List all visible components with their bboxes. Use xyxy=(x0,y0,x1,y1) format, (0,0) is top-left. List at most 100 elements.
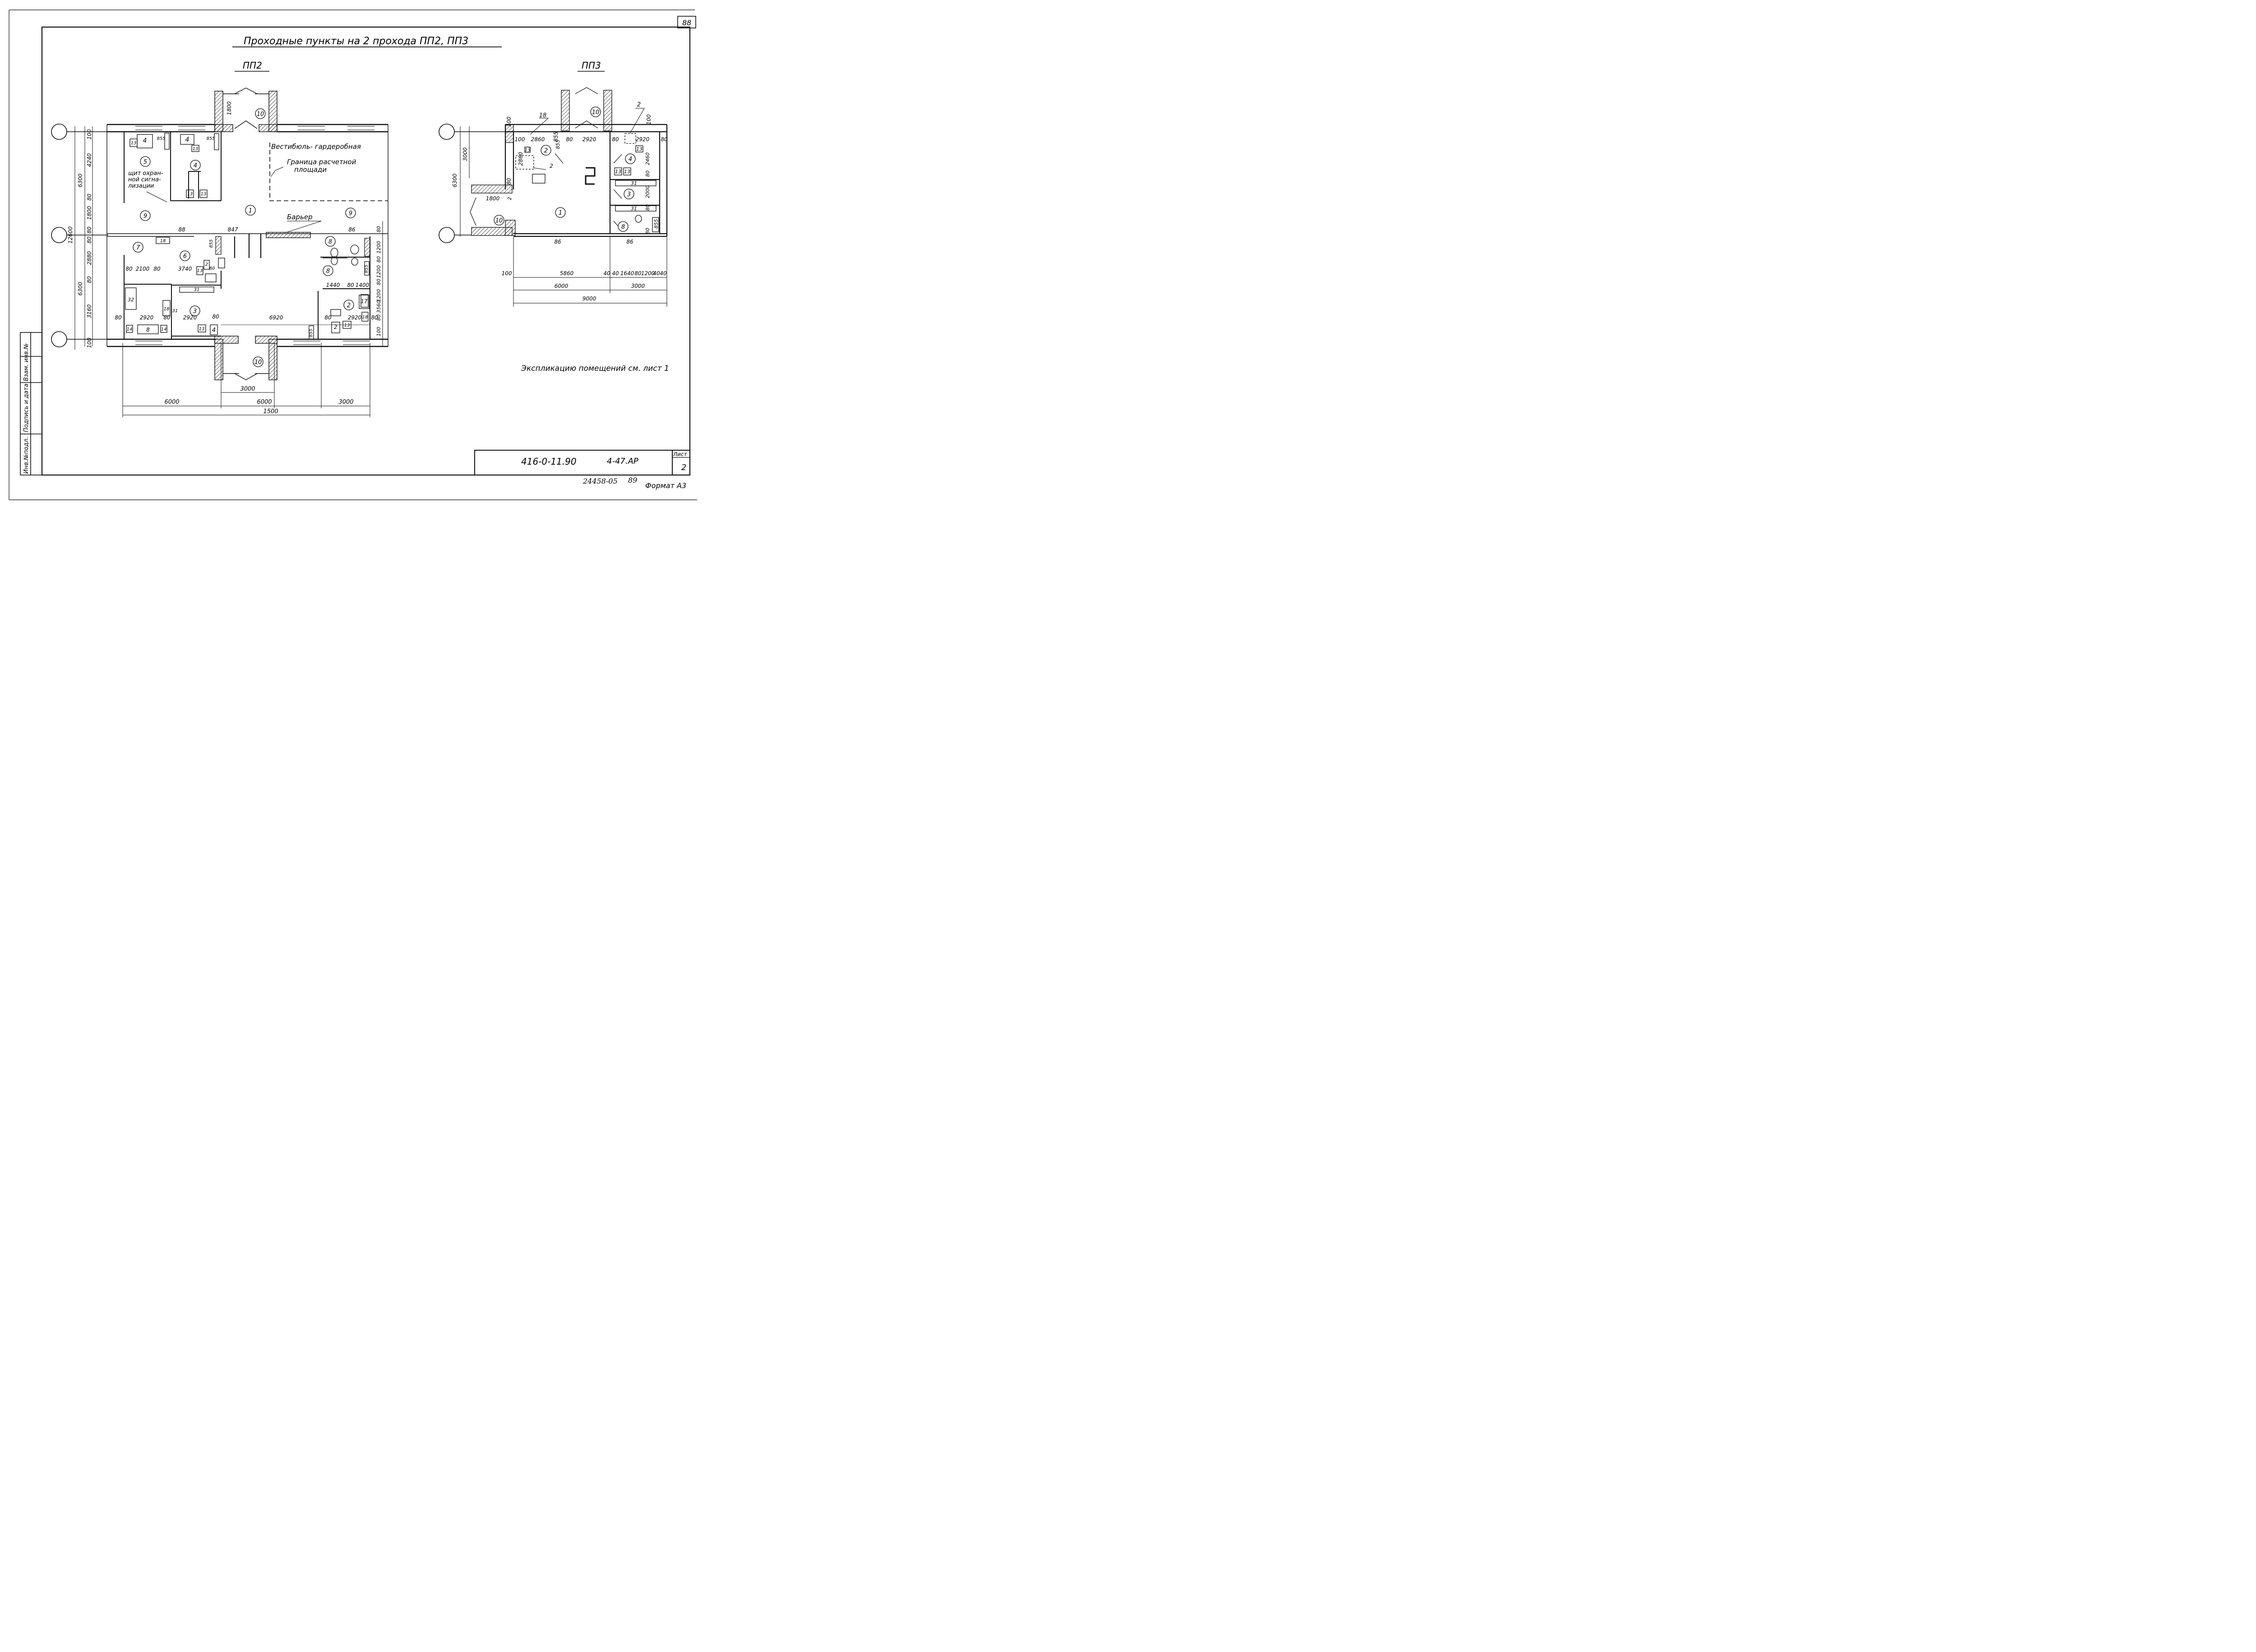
svg-text:2460: 2460 xyxy=(645,152,651,165)
svg-text:80: 80 xyxy=(209,266,215,271)
svg-text:31: 31 xyxy=(631,206,637,212)
room-4: 4 xyxy=(194,162,197,169)
svg-text:40: 40 xyxy=(660,270,667,277)
svg-text:10: 10 xyxy=(495,217,503,224)
svg-text:13: 13 xyxy=(131,141,137,146)
entrance-vestibule-top xyxy=(214,88,277,132)
svg-text:12600: 12600 xyxy=(67,226,74,244)
svg-text:1200: 1200 xyxy=(641,270,655,277)
sheet-number-top: 88 xyxy=(682,18,691,27)
svg-text:6300: 6300 xyxy=(77,281,83,295)
plan-pp3-label: ПП3 xyxy=(582,60,601,71)
room-6: 6 xyxy=(183,253,187,260)
room-5: 5 xyxy=(143,159,147,166)
svg-text:40: 40 xyxy=(612,270,619,277)
svg-text:6000: 6000 xyxy=(257,399,272,406)
svg-text:18: 18 xyxy=(164,307,170,312)
svg-text:855: 855 xyxy=(364,264,369,273)
svg-text:3160: 3160 xyxy=(86,304,92,318)
svg-text:2: 2 xyxy=(544,148,548,154)
exterior-walls xyxy=(106,124,388,347)
svg-text:80: 80 xyxy=(566,136,573,143)
svg-text:8: 8 xyxy=(621,224,625,231)
svg-text:1800: 1800 xyxy=(86,206,92,220)
svg-text:6000: 6000 xyxy=(164,399,179,406)
pp2-right-dims: 80 1200 80 1200 80 1200 80 3560 100 xyxy=(376,226,382,337)
svg-text:3000: 3000 xyxy=(462,147,468,161)
svg-text:80: 80 xyxy=(376,279,382,285)
svg-text:2920: 2920 xyxy=(140,314,154,321)
svg-text:9000: 9000 xyxy=(582,295,596,302)
sheet-frame xyxy=(9,9,697,500)
svg-text:1200: 1200 xyxy=(376,241,382,254)
stamp-inv-podl: Инв.№подл. xyxy=(23,437,30,474)
svg-text:1640: 1640 xyxy=(620,270,634,277)
svg-text:6920: 6920 xyxy=(269,314,283,321)
svg-text:13: 13 xyxy=(615,169,621,175)
svg-text:13: 13 xyxy=(187,192,193,197)
svg-text:80: 80 xyxy=(661,136,668,143)
svg-text:31: 31 xyxy=(172,309,178,314)
note-alarm-2: ной сигна- xyxy=(128,176,161,183)
svg-text:18: 18 xyxy=(539,112,547,119)
sheet-label: Лист xyxy=(673,451,687,457)
svg-text:3000: 3000 xyxy=(240,386,255,392)
side-stamp xyxy=(20,332,42,475)
pp3-equipment-tags: 18 2 2 13 13 13 13 31 31 855 855 2 xyxy=(507,102,659,229)
svg-text:3740: 3740 xyxy=(178,266,192,272)
bottom-number: 89 xyxy=(628,476,637,485)
pp2-inner-dims: 80 2100 80 3740 80 2920 80 2920 80 6920 … xyxy=(115,101,378,321)
note-boundary-1: Граница расчетной xyxy=(287,158,356,166)
svg-text:1800: 1800 xyxy=(486,195,500,202)
room-9-right: 9 xyxy=(349,210,352,217)
pp3-bottom-dims: 100 5860 40 40 1640 80 1200 40 40 6000 3… xyxy=(502,270,667,302)
pp2-bottom-dims: 3000 6000 6000 3000 1500 xyxy=(164,386,353,415)
svg-text:80: 80 xyxy=(212,314,219,320)
pp3-equipment xyxy=(515,133,659,232)
pp3-dimension-lines xyxy=(460,126,667,307)
svg-text:4: 4 xyxy=(185,136,190,143)
svg-text:80: 80 xyxy=(371,314,378,321)
svg-text:14: 14 xyxy=(161,327,167,332)
svg-text:3000: 3000 xyxy=(338,399,353,406)
svg-text:80: 80 xyxy=(376,256,382,263)
bottom-code: 24458-05 xyxy=(582,477,618,485)
svg-text:100: 100 xyxy=(506,116,512,127)
svg-text:80: 80 xyxy=(86,276,92,283)
svg-text:40: 40 xyxy=(653,270,660,277)
pp2-notes: Вестибюль- гардеробная Граница расчетной… xyxy=(128,143,361,221)
svg-text:13: 13 xyxy=(344,323,350,328)
room-7: 7 xyxy=(136,245,140,251)
svg-text:2920: 2920 xyxy=(636,136,650,143)
pp2-dimension-lines xyxy=(74,126,383,417)
grid-axis-bubbles xyxy=(51,124,108,347)
sheet-title: Проходные пункты на 2 прохода ПП2, ПП3 xyxy=(244,36,468,47)
svg-text:13: 13 xyxy=(201,192,207,197)
svg-text:13: 13 xyxy=(197,268,203,273)
note-boundary-2: площади xyxy=(294,166,327,174)
svg-text:855: 855 xyxy=(157,136,165,141)
svg-text:100: 100 xyxy=(86,337,92,348)
svg-text:5860: 5860 xyxy=(560,270,574,277)
svg-text:14: 14 xyxy=(127,327,133,332)
paper-format: Формат А3 xyxy=(645,481,686,490)
room-10-bottom: 10 xyxy=(254,359,262,366)
svg-text:8: 8 xyxy=(146,327,150,333)
svg-text:1500: 1500 xyxy=(263,408,278,415)
svg-text:10: 10 xyxy=(592,109,600,116)
svg-text:855: 855 xyxy=(206,136,215,141)
svg-text:2: 2 xyxy=(637,102,641,108)
svg-text:13: 13 xyxy=(624,169,630,175)
svg-text:86: 86 xyxy=(348,226,356,233)
svg-text:32: 32 xyxy=(128,297,134,303)
svg-text:80: 80 xyxy=(163,314,171,321)
barrier xyxy=(266,232,311,238)
svg-text:1800: 1800 xyxy=(226,101,232,115)
room-8-a: 8 xyxy=(328,239,332,245)
svg-text:4: 4 xyxy=(143,137,147,144)
svg-text:3000: 3000 xyxy=(631,283,645,289)
room-2: 2 xyxy=(347,302,351,309)
svg-text:40: 40 xyxy=(603,270,610,277)
svg-text:855: 855 xyxy=(653,219,659,229)
svg-text:2880: 2880 xyxy=(86,251,92,265)
